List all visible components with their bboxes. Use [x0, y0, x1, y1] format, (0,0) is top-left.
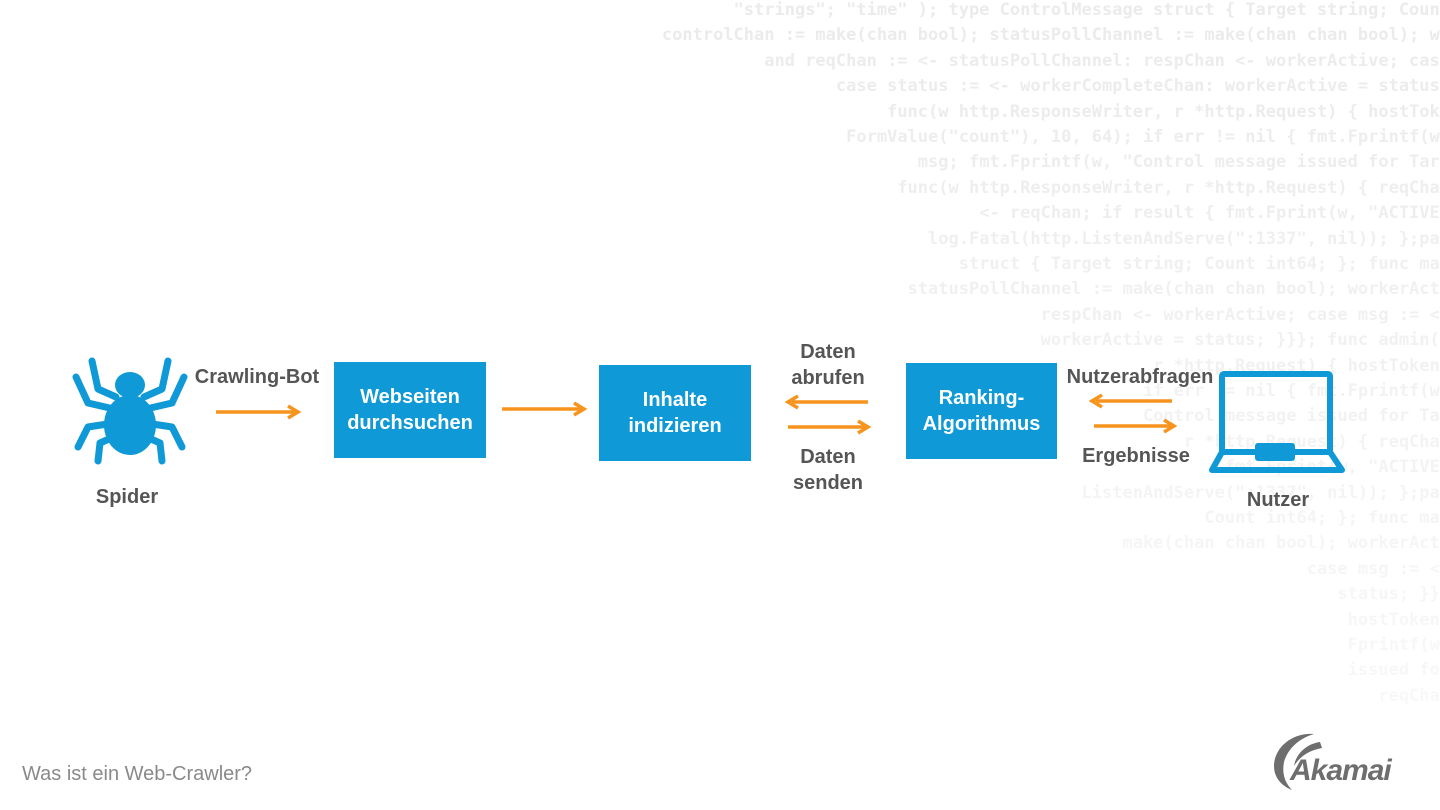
code-line: workerActive = status; }}}; func admin(c: [1040, 330, 1440, 351]
arrow-ranking-to-index: [784, 394, 868, 410]
code-line: func(w http.ResponseWriter, r *http.Requ…: [897, 177, 1440, 198]
box-ranking-algorithm: Ranking-Algorithmus: [906, 363, 1057, 459]
box-crawl-websites-label: Webseiten durchsuchen: [347, 386, 473, 434]
box-crawl-websites: Webseiten durchsuchen: [334, 362, 486, 458]
code-line: log.Fatal(http.ListenAndServe(":1337", n…: [928, 228, 1440, 249]
box-ranking-algorithm-label: Ranking-Algorithmus: [922, 387, 1041, 435]
code-line: case status := <- workerCompleteChan: wo…: [835, 76, 1440, 97]
code-line: msg; fmt.Fprintf(w, "Control message iss…: [917, 152, 1440, 173]
arrow-user-to-ranking: [1088, 393, 1172, 409]
data-send-label: Daten senden: [792, 446, 864, 494]
code-line: <- reqChan; if result { fmt.Fprint(w, "A…: [979, 203, 1440, 224]
box-index-content-label: Inhalte indizieren: [628, 389, 722, 437]
code-line: and reqChan := <- statusPollChannel: res…: [764, 50, 1440, 71]
code-line: status; }}}: [1337, 584, 1440, 605]
spider-icon: [72, 357, 188, 465]
box-index-content: Inhalte indizieren: [599, 365, 751, 461]
code-line: hostTokens: [1347, 609, 1440, 630]
user-label: Nutzer: [1246, 489, 1310, 511]
code-line: reqChan: [1378, 685, 1440, 706]
code-line: struct { Target string; Count int64; }; …: [958, 254, 1440, 274]
laptop-icon: [1209, 371, 1345, 473]
results-label: Ergebnisse: [1082, 445, 1190, 467]
crawling-bot-label: Crawling-Bot: [194, 366, 320, 388]
akamai-logo-icon: [1274, 733, 1322, 790]
code-line: case msg := <-: [1306, 558, 1440, 579]
code-line: func(w http.ResponseWriter, r *http.Requ…: [887, 101, 1440, 122]
code-line: respChan <- workerActive; case msg := <-: [1040, 304, 1440, 325]
spider-label: Spider: [95, 486, 159, 508]
code-line: "strings"; "time" ); type ControlMessage…: [733, 0, 1440, 20]
code-line: FormValue("count"), 10, 64); if err != n…: [846, 127, 1440, 147]
arrow-ranking-to-user: [1094, 418, 1178, 434]
code-line: Fprintf(w,: [1347, 635, 1440, 655]
data-fetch-label: Daten abrufen: [791, 341, 865, 389]
user-queries-label: Nutzerabfragen: [1066, 366, 1214, 388]
code-line: controlChan := make(chan bool); statusPo…: [661, 25, 1440, 46]
code-line: make(chan chan bool); workerActi: [1122, 533, 1440, 554]
akamai-logo-text: Akamai: [1290, 754, 1392, 787]
arrow-index-to-ranking: [788, 419, 872, 435]
code-line: issued for: [1347, 660, 1440, 681]
code-line: statusPollChannel := make(chan chan bool…: [907, 279, 1440, 300]
arrow-crawl-to-index: [502, 401, 588, 417]
arrow-spider-to-crawl: [216, 404, 302, 420]
slide-title: Was ist ein Web-Crawler?: [22, 763, 253, 785]
